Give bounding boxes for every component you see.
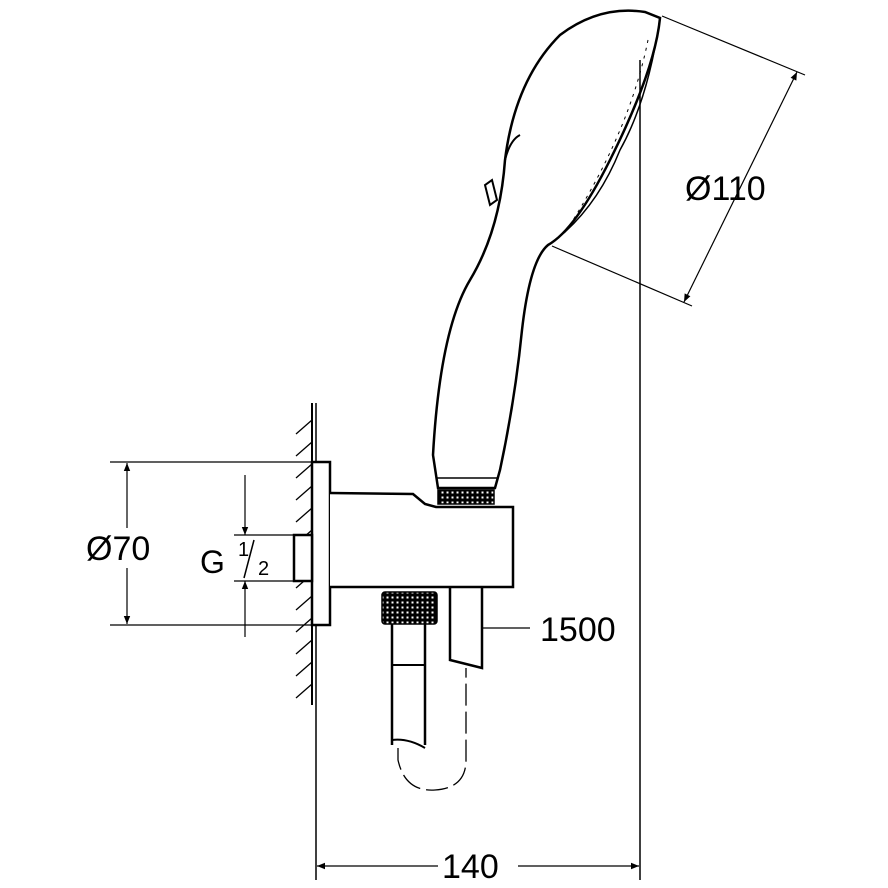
dimension-hose-length: 1500 — [482, 611, 616, 649]
dimension-thread: G 1 2 — [200, 475, 296, 637]
thread-numerator: 1 — [238, 539, 249, 561]
projection-label: 140 — [442, 848, 499, 886]
dimension-projection: 140 — [317, 60, 641, 886]
thread-letter: G — [200, 544, 225, 580]
head-diameter-label: Ø110 — [685, 170, 766, 208]
thread-denominator: 2 — [258, 558, 269, 580]
wall-outlet-elbow — [292, 460, 515, 791]
dimension-plate-diameter: Ø70 — [85, 461, 320, 626]
dimension-head-diameter: Ø110 — [551, 15, 806, 307]
hand-shower — [431, 9, 662, 490]
plate-diameter-label: Ø70 — [86, 530, 150, 568]
hose-length-label: 1500 — [540, 611, 616, 649]
